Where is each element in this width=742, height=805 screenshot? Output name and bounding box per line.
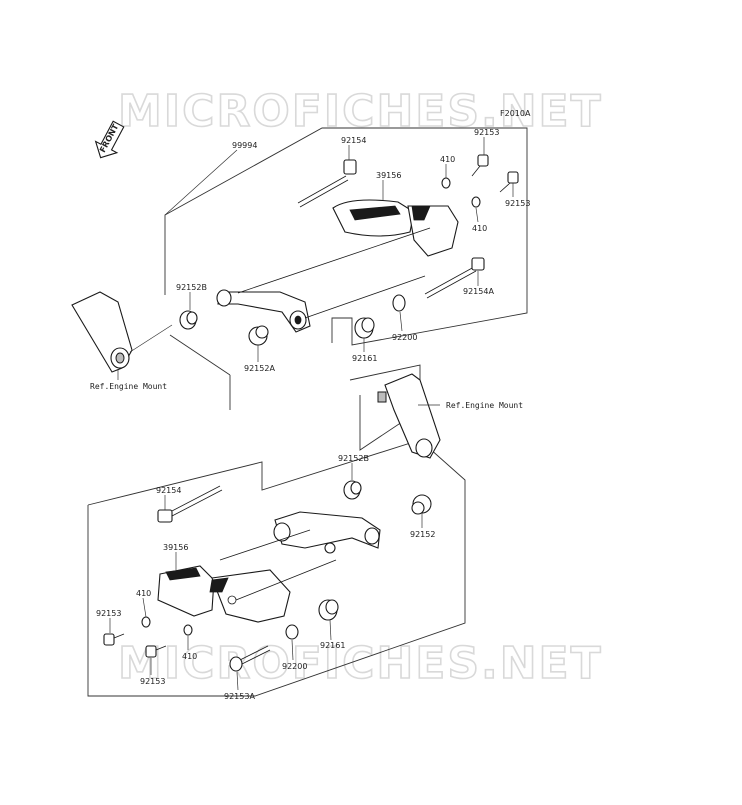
label-92200-top: 92200 bbox=[392, 333, 417, 342]
washer-92200-top bbox=[392, 294, 406, 312]
label-92154-top: 92154 bbox=[341, 136, 366, 145]
leader-ref-upper bbox=[129, 324, 173, 353]
label-92154-bot: 92154 bbox=[156, 486, 181, 495]
bolt-92153-bot-b bbox=[145, 645, 167, 658]
label-410-top-a: 410 bbox=[440, 155, 455, 164]
lower-frame bbox=[87, 439, 466, 697]
bolt-92153-top-a bbox=[471, 154, 489, 177]
washer-410-bot-a bbox=[141, 616, 151, 628]
label-410-bot-b: 410 bbox=[182, 652, 197, 661]
label-410-bot-a: 410 bbox=[136, 589, 151, 598]
label-92153-top-a: 92153 bbox=[474, 128, 499, 137]
leader-92200-top bbox=[399, 311, 403, 332]
washer-410-top-a bbox=[441, 177, 451, 189]
label-92153-bot-a: 92153 bbox=[96, 609, 121, 618]
bolt-92153A bbox=[229, 645, 271, 672]
bolt-92153-top-b bbox=[499, 171, 519, 193]
shaft-line-lower-2 bbox=[235, 559, 337, 601]
spacer-92161-bot bbox=[318, 599, 339, 621]
bolt-92154A bbox=[424, 257, 485, 299]
slider-39156-bot bbox=[157, 565, 291, 623]
label-92152B-top: 92152B bbox=[176, 283, 207, 292]
spacer-92161-top bbox=[354, 317, 375, 339]
leader-410-top-b bbox=[475, 207, 479, 223]
label-92152B-bot: 92152B bbox=[338, 454, 369, 463]
collar-92152 bbox=[411, 494, 432, 515]
label-39156-bot: 39156 bbox=[163, 543, 188, 552]
label-410-top-b: 410 bbox=[472, 224, 487, 233]
label-92200-bot: 92200 bbox=[282, 662, 307, 671]
watermark-bottom: MICROFICHES.NET bbox=[118, 638, 603, 689]
bolt-92153-bot-a bbox=[103, 633, 125, 646]
label-92161-top: 92161 bbox=[352, 354, 377, 363]
washer-92200-bot bbox=[285, 624, 299, 640]
washer-410-top-b bbox=[471, 196, 481, 208]
collar-92152A bbox=[248, 325, 269, 346]
label-92153-bot-b: 92153 bbox=[140, 677, 165, 686]
spacer-92152B-bot bbox=[343, 480, 362, 500]
bolt-92154-top bbox=[297, 159, 357, 208]
label-92154A: 92154A bbox=[463, 287, 494, 296]
washer-410-bot-b bbox=[183, 624, 193, 636]
label-92153-top-b: 92153 bbox=[505, 199, 530, 208]
bracket-upper bbox=[216, 289, 311, 333]
watermark-top: MICROFICHES.NET bbox=[118, 86, 603, 137]
diagram-code: F2010A bbox=[500, 109, 531, 118]
spacer-92152B-top bbox=[179, 310, 198, 330]
ref-engine-mount-upper: Ref.Engine Mount bbox=[90, 382, 167, 391]
label-92161-bot: 92161 bbox=[320, 641, 345, 650]
label-39156-top: 39156 bbox=[376, 171, 401, 180]
label-99994: 99994 bbox=[232, 141, 257, 150]
leader-92161-bot bbox=[329, 619, 332, 641]
engine-mount-ref-upper bbox=[71, 291, 133, 373]
leader-99994 bbox=[164, 149, 238, 216]
slider-39156-top bbox=[332, 199, 459, 257]
upper-frame bbox=[164, 127, 528, 346]
leader-92153A bbox=[236, 671, 239, 691]
label-92152: 92152 bbox=[410, 530, 435, 539]
shaft-line-lower bbox=[219, 529, 311, 561]
upper-link-line bbox=[169, 334, 231, 376]
label-92153A: 92153A bbox=[224, 692, 255, 701]
ref-engine-mount-lower: Ref.Engine Mount bbox=[446, 401, 523, 410]
front-arrow-icon bbox=[94, 120, 125, 159]
leader-92200-bot bbox=[291, 639, 294, 661]
bracket-lower bbox=[273, 511, 381, 554]
leader-410-bot-a bbox=[142, 597, 147, 618]
engine-mount-ref-lower bbox=[377, 373, 441, 459]
shaft-line-top bbox=[237, 227, 431, 294]
shaft-line-mid bbox=[304, 275, 426, 319]
label-92152A: 92152A bbox=[244, 364, 275, 373]
